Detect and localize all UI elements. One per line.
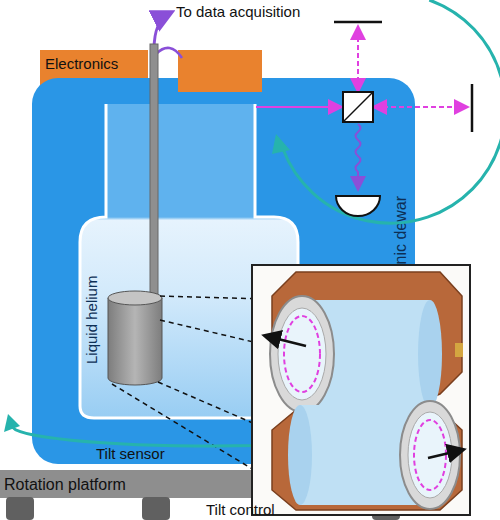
signal-line <box>156 48 182 58</box>
rotation-arrowhead <box>4 414 20 432</box>
node-label: Liquid helium <box>84 276 101 364</box>
platform-leg <box>6 497 34 520</box>
signal-label: To data acquisition <box>176 4 300 21</box>
inset-photo <box>252 265 470 515</box>
node-label: Electronics <box>45 56 118 73</box>
sensor-label: Tilt sensor <box>96 446 165 463</box>
electronics-box <box>178 50 262 92</box>
interferometer <box>256 0 500 223</box>
resonator-can-top <box>108 291 162 305</box>
node-label: Rotation platform <box>4 476 126 494</box>
platform-leg <box>142 497 170 520</box>
control-label: Tilt control <box>206 502 275 519</box>
resonator-can <box>108 298 162 385</box>
probe-rod <box>150 44 158 294</box>
